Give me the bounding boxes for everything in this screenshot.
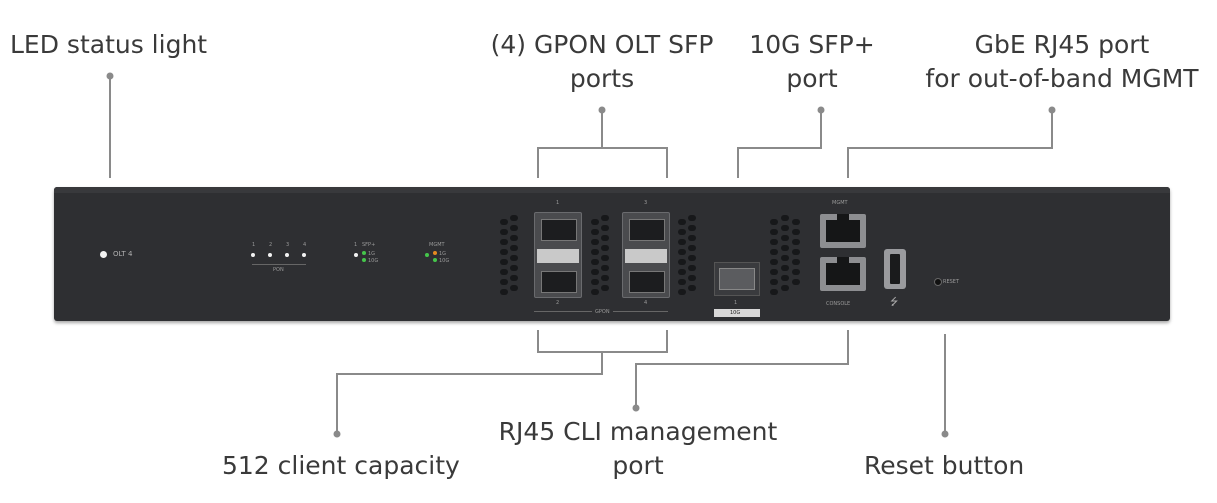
pon-number-4: 4 — [303, 242, 307, 248]
cli-dot — [632, 404, 640, 412]
callout-mgmt-port-line2: for out-of-band MGMT — [925, 64, 1199, 93]
reset-dot — [941, 430, 949, 438]
pon-label: PON — [273, 267, 284, 273]
gpon-bottom-bracket — [537, 330, 668, 353]
callout-cli-port-line1: RJ45 CLI management — [498, 417, 778, 446]
pon-led-4 — [302, 253, 306, 257]
gpon-top-number-1: 1 — [556, 200, 560, 206]
mgmt-dot — [1048, 106, 1056, 114]
mgmt-leader-line — [847, 110, 1053, 178]
device-top-lip — [54, 187, 1170, 193]
sfp-led-white — [354, 253, 358, 257]
vent-grille-2 — [591, 215, 615, 299]
pon-number-2: 2 — [269, 242, 273, 248]
sfp-plus-port-number: 1 — [734, 300, 738, 306]
callout-reset-button-text: Reset button — [864, 451, 1025, 480]
gpon-sfp-port-3[interactable] — [629, 219, 665, 241]
sfp-plus-10g-port[interactable] — [714, 262, 760, 296]
mgmt-led-label: MGMT — [429, 242, 445, 248]
gpon-sfp-module — [537, 249, 579, 263]
model-label: OLT 4 — [113, 250, 133, 258]
reset-button[interactable] — [934, 278, 942, 286]
mgmt-led-10g — [433, 258, 437, 262]
gpon-bottom-number-2: 2 — [556, 300, 560, 306]
sfp-led-10g — [362, 258, 366, 262]
callout-gpon-ports-line2: ports — [569, 64, 635, 93]
pon-led-3 — [285, 253, 289, 257]
callout-cli-port-line2: port — [612, 451, 664, 480]
callout-10g-sfp-line1: 10G SFP+ — [749, 30, 875, 59]
gpon-sfp-port-4[interactable] — [629, 271, 665, 293]
mgmt-led-green — [425, 253, 429, 257]
pon-led-1 — [251, 253, 255, 257]
sfp-speed-10g: 10G — [368, 258, 379, 264]
pon-number-1: 1 — [252, 242, 256, 248]
mgmt-led-1g — [433, 251, 437, 255]
client-capacity-leader — [336, 352, 603, 434]
callout-10g-sfp-line2: port — [786, 64, 838, 93]
sfp-plus-module — [719, 268, 755, 290]
console-rj45-port[interactable] — [820, 257, 866, 291]
olt-device-front-panel: OLT 4 1 2 3 4 PON 1 SFP+ 1G 10G MGMT 1G … — [54, 187, 1170, 321]
callout-gpon-ports-line1: (4) GPON OLT SFP — [490, 30, 714, 59]
callout-reset-button: Reset button — [864, 449, 1024, 483]
sfp-speed-1g: 1G — [368, 251, 376, 257]
usb-icon: ⭍ — [890, 297, 899, 308]
callout-led-status: LED status light — [10, 28, 207, 62]
gpon-sfp-port-1[interactable] — [541, 219, 577, 241]
callout-mgmt-port: GbE RJ45 port for out-of-band MGMT — [912, 28, 1212, 96]
console-port-label: CONSOLE — [826, 301, 851, 307]
gpon-sfp-port-2[interactable] — [541, 271, 577, 293]
led-leader-dot — [106, 72, 114, 80]
vent-grille-3 — [678, 215, 702, 299]
callout-10g-sfp: 10G SFP+ port — [742, 28, 882, 96]
client-capacity-dot — [333, 430, 341, 438]
sfp10g-dot — [817, 106, 825, 114]
gpon-sfp-cage-1-2 — [534, 212, 582, 298]
gpon-top-bracket — [537, 147, 668, 178]
sfp-plus-port-label: 10G — [730, 310, 741, 316]
gpon-group-label: GPON — [592, 309, 613, 315]
callout-mgmt-port-line1: GbE RJ45 port — [974, 30, 1150, 59]
mgmt-speed-10g: 10G — [439, 258, 450, 264]
pon-number-3: 3 — [286, 242, 290, 248]
gpon-top-dot — [598, 106, 606, 114]
status-led — [100, 251, 107, 258]
mgmt-rj45-port[interactable] — [820, 214, 866, 248]
callout-led-status-text: LED status light — [10, 30, 208, 59]
mgmt-port-label: MGMT — [832, 200, 848, 206]
sfp-led-1g — [362, 251, 366, 255]
callout-cli-port: RJ45 CLI management port — [488, 415, 788, 483]
sfp-led-label: SFP+ — [362, 242, 376, 248]
reset-label: RESET — [943, 279, 960, 285]
pon-underline — [252, 264, 306, 265]
vent-grille-4 — [770, 215, 800, 299]
sfp-plus-label-bar — [714, 309, 760, 317]
cli-leader-line — [635, 330, 849, 408]
callout-client-capacity-text: 512 client capacity — [222, 451, 460, 480]
mgmt-speed-1g: 1G — [439, 251, 447, 257]
gpon-sfp-module — [625, 249, 667, 263]
sfp-led-number: 1 — [354, 242, 358, 248]
gpon-bottom-number-4: 4 — [644, 300, 648, 306]
usb-port[interactable] — [884, 249, 906, 289]
gpon-sfp-cage-3-4 — [622, 212, 670, 298]
gpon-top-number-3: 3 — [644, 200, 648, 206]
sfp10g-leader-line — [737, 110, 822, 178]
callout-client-capacity: 512 client capacity — [222, 449, 460, 483]
pon-led-2 — [268, 253, 272, 257]
vent-grille-1 — [500, 215, 524, 299]
callout-gpon-ports: (4) GPON OLT SFP ports — [482, 28, 722, 96]
